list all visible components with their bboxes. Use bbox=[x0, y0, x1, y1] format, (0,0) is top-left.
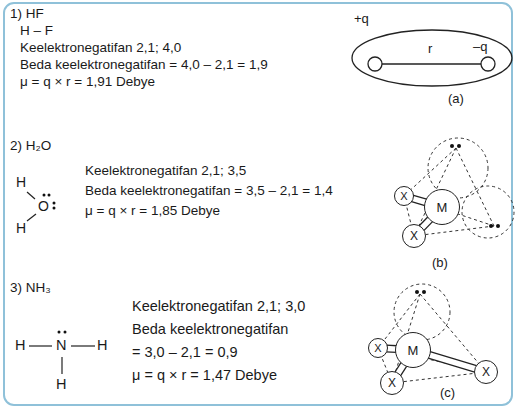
atom-symbol: N bbox=[56, 337, 66, 354]
dipole-moment-text: μ = q × r = 1,85 Debye bbox=[85, 203, 220, 219]
charge-label: +q bbox=[354, 12, 369, 27]
electronegativity-text: Keelektronegatifan 2,1; 4,0 bbox=[20, 40, 181, 56]
atom-symbol: X bbox=[482, 366, 490, 378]
figure-label: (c) bbox=[440, 386, 455, 401]
atom-symbol: X bbox=[374, 343, 381, 354]
section-heading: 2) H₂O bbox=[10, 138, 51, 154]
electronegativity-text: Keelektronegatifan 2,1; 3,5 bbox=[85, 163, 246, 179]
section-heading: 3) NH₃ bbox=[10, 280, 51, 296]
bond-cylinder bbox=[428, 355, 476, 369]
atom-sphere: M bbox=[395, 332, 431, 368]
atom-sphere: M bbox=[424, 189, 460, 225]
difference-text: Beda keelektronegatifan = 3,5 – 2,1 = 1,… bbox=[85, 183, 333, 199]
difference-text: = 3,0 – 2,1 = 0,9 bbox=[132, 344, 238, 361]
electron-dots bbox=[43, 194, 67, 334]
atom-symbol: O bbox=[38, 198, 49, 214]
charge-circle bbox=[368, 57, 382, 71]
atom-symbol: M bbox=[437, 201, 448, 214]
atom-symbol: X bbox=[388, 377, 396, 389]
lone-pair-dots bbox=[415, 290, 426, 294]
distance-label: r bbox=[428, 42, 432, 57]
atom-symbol: X bbox=[400, 191, 407, 202]
atom-symbol: H bbox=[15, 337, 25, 354]
atom-symbol: H bbox=[16, 174, 26, 190]
atom-symbol: H bbox=[56, 376, 66, 393]
figure-label: (a) bbox=[448, 92, 464, 107]
atom-sphere: X bbox=[368, 338, 388, 358]
atom-sphere: X bbox=[402, 224, 426, 248]
atom-sphere: X bbox=[380, 371, 404, 395]
electronegativity-text: Keelektronegatifan 2,1; 3,0 bbox=[132, 298, 305, 315]
atom-symbol: H bbox=[97, 337, 107, 354]
atom-sphere: X bbox=[394, 186, 414, 206]
difference-text: Beda keelektronegatifan = 4,0 – 2,1 = 1,… bbox=[20, 57, 268, 73]
section-heading: 1) HF bbox=[10, 6, 44, 22]
dashed-outline bbox=[378, 284, 486, 383]
atom-sphere: X bbox=[474, 360, 498, 384]
charge-circle bbox=[481, 57, 495, 71]
atom-symbol: X bbox=[410, 230, 418, 242]
dipole-line bbox=[382, 63, 481, 64]
dipole-moment-text: μ = q × r = 1,47 Debye bbox=[132, 367, 277, 384]
dashed-outline bbox=[404, 138, 514, 238]
figure-label: (b) bbox=[432, 256, 448, 271]
atom-symbol: M bbox=[408, 344, 419, 357]
atom-symbol: H bbox=[16, 220, 26, 236]
dipole-moment-text: μ = q × r = 1,91 Debye bbox=[20, 74, 155, 90]
frame bbox=[4, 3, 512, 405]
dipole-ellipse bbox=[352, 30, 512, 86]
formula: H – F bbox=[20, 23, 53, 39]
difference-text: Beda keelektronegatifan bbox=[132, 321, 288, 338]
charge-label: –q bbox=[473, 40, 487, 55]
